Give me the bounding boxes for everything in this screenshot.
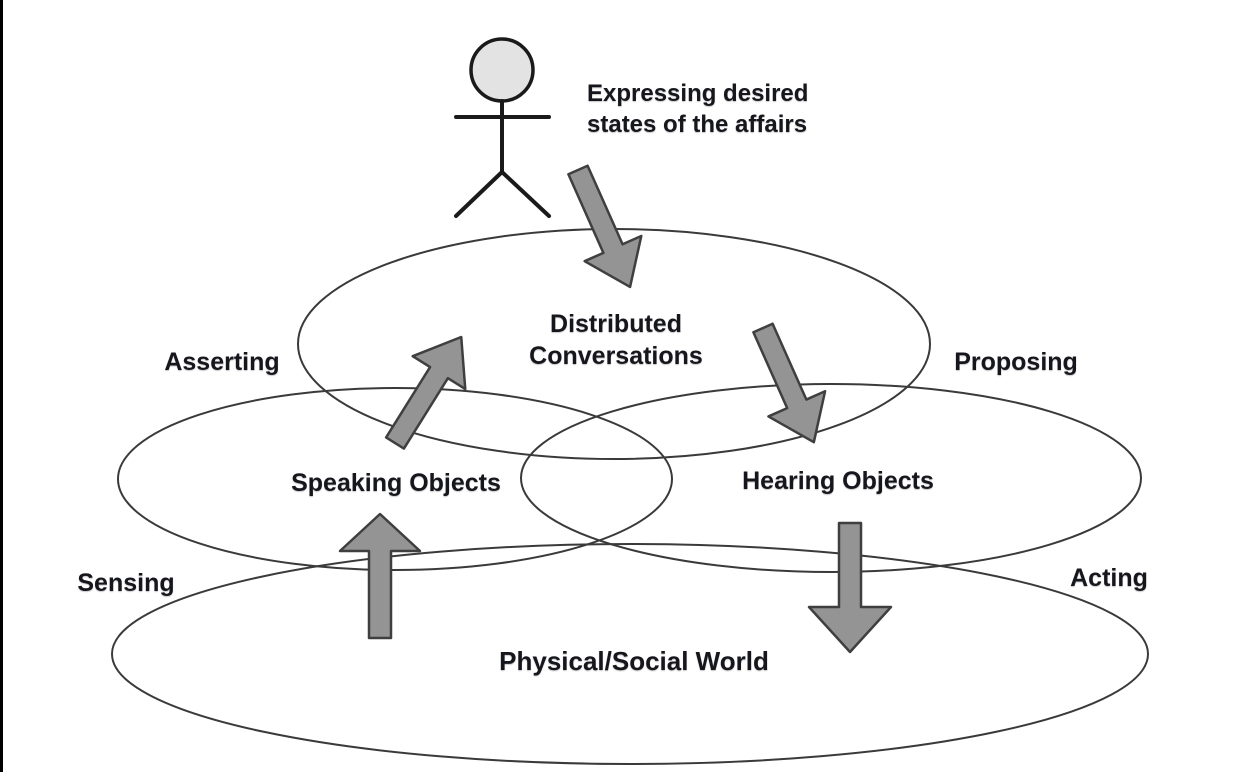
asserting-arrow xyxy=(384,335,467,450)
speaking-objects-label: Speaking Objects xyxy=(291,469,501,497)
actor-annotation-line2: states of the affairs xyxy=(587,111,808,138)
conversations-label-line1: Distributed xyxy=(550,310,682,338)
sensing-label: Sensing xyxy=(77,569,175,597)
hearing-objects-label: Hearing Objects xyxy=(742,467,934,495)
actor-right-leg xyxy=(500,170,551,218)
asserting-label: Asserting xyxy=(164,348,280,376)
speaking-objects-ellipse xyxy=(117,387,673,571)
proposing-label: Proposing xyxy=(954,348,1078,376)
hearing-objects-ellipse xyxy=(520,383,1142,573)
sensing-arrow xyxy=(338,512,422,640)
expressing-arrow xyxy=(567,164,643,289)
acting-label: Acting xyxy=(1070,564,1148,592)
flow-arrows xyxy=(338,164,893,654)
acting-arrow xyxy=(807,521,893,654)
conversations-label: Distributed Conversations xyxy=(529,308,703,372)
left-border-bar xyxy=(0,0,3,772)
actor-annotation-line1: Expressing desired xyxy=(587,80,809,107)
proposing-arrow xyxy=(752,322,827,444)
actor-annotation: Expressing desired states of the affairs xyxy=(587,78,808,140)
actor-left-leg xyxy=(454,170,504,218)
conversations-label-line2: Conversations xyxy=(529,342,703,370)
actor-head xyxy=(469,37,535,103)
physical-social-world-ellipse xyxy=(111,543,1149,765)
physical-social-world-label: Physical/Social World xyxy=(499,646,769,676)
actor-figure xyxy=(454,37,551,218)
